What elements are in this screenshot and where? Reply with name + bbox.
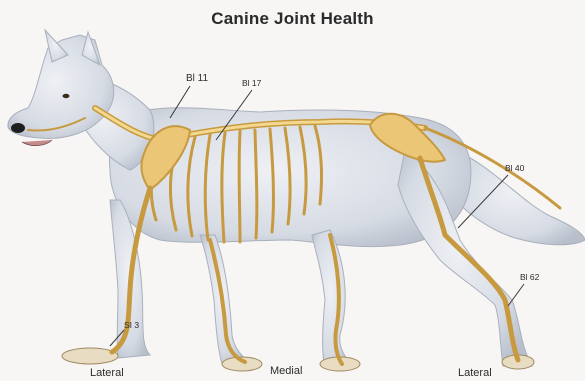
- page-title: Canine Joint Health: [0, 9, 585, 29]
- label-si3: SI 3: [124, 320, 139, 330]
- label-bl62: Bl 62: [520, 272, 539, 282]
- dog-body: [8, 30, 585, 366]
- caption-lateral-left: Lateral: [90, 367, 124, 379]
- caption-medial: Medial: [270, 365, 302, 377]
- label-bl11: Bl 11: [186, 73, 208, 84]
- label-bl40: Bl 40: [505, 163, 524, 173]
- leader-bl62: [508, 284, 524, 306]
- caption-lateral-right: Lateral: [458, 367, 492, 379]
- label-bl17: Bl 17: [242, 78, 261, 88]
